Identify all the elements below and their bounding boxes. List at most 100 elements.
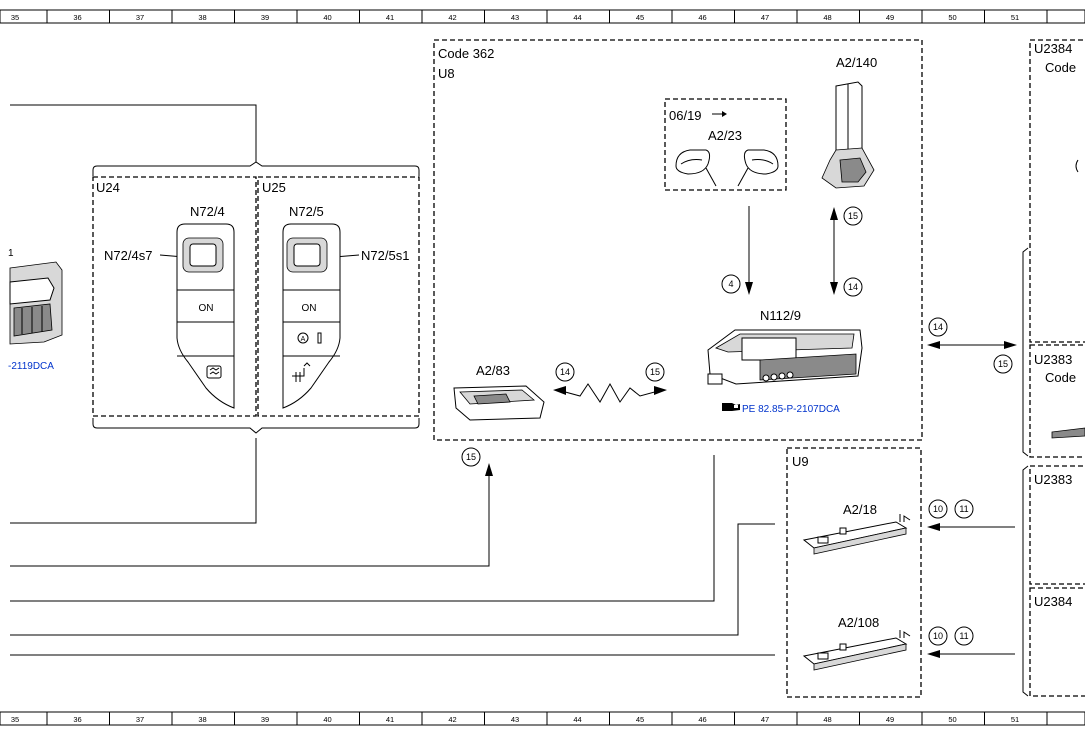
conn-14-a2-140: 14 bbox=[843, 277, 863, 297]
conn-15-bottom: 15 bbox=[461, 447, 481, 467]
u2384-low-frame bbox=[1029, 587, 1085, 697]
n72-4s7-label: N72/4s7 bbox=[104, 248, 152, 263]
svg-text:10: 10 bbox=[933, 631, 943, 641]
zigzag-wireless-icon bbox=[553, 382, 667, 403]
code-362-label: Code 362 bbox=[438, 46, 494, 61]
conn-15-a2-83: 15 bbox=[645, 362, 665, 382]
u24-label: U24 bbox=[96, 180, 120, 195]
a2-108-label: A2/108 bbox=[838, 615, 879, 630]
ruler-tick-label: 39 bbox=[261, 715, 269, 724]
u2384-top-label: U2384 bbox=[1034, 41, 1072, 56]
svg-text:11: 11 bbox=[959, 631, 968, 641]
svg-text:11: 11 bbox=[959, 504, 968, 514]
connection-markers: 4 15 14 14 15 15 14 15 bbox=[461, 206, 1013, 646]
a2-83-module bbox=[453, 385, 545, 421]
u2383-mid-label: U2383 bbox=[1034, 352, 1072, 367]
ruler-tick-label: 47 bbox=[761, 715, 769, 724]
link-a2-140-to-n112 bbox=[830, 207, 838, 295]
ruler-tick-label: 46 bbox=[698, 715, 706, 724]
a2-83-feed-arrow bbox=[485, 463, 493, 476]
n72-4-on-label: ON bbox=[199, 303, 214, 314]
u2383-low-label: U2383 bbox=[1034, 472, 1072, 487]
svg-text:15: 15 bbox=[466, 452, 476, 462]
code-top-label: Code bbox=[1045, 60, 1076, 75]
a2-108-feed bbox=[927, 650, 1015, 658]
u8-frame bbox=[433, 39, 923, 441]
ruler-tick-label: 42 bbox=[448, 715, 456, 724]
u2383-mid-frame bbox=[1029, 344, 1085, 458]
n112-9-doc-reference[interactable]: PE 82.85-P-2107DCA bbox=[722, 403, 840, 415]
n72-5-switch-panel: ON A bbox=[282, 223, 341, 409]
conn-11-a2-108: 11 bbox=[954, 626, 974, 646]
ruler-tick-label: 37 bbox=[136, 13, 144, 22]
conn-11-a2-18: 11 bbox=[954, 499, 974, 519]
a2-18-label: A2/18 bbox=[843, 502, 877, 517]
svg-text:15: 15 bbox=[998, 359, 1008, 369]
ruler-tick-label: 39 bbox=[261, 13, 269, 22]
ruler-tick-label: 45 bbox=[636, 715, 644, 724]
u8-code362-group: Code 362 U8 06/19 A2/23 A2/140 bbox=[433, 39, 923, 476]
conn-10-a2-18: 10 bbox=[928, 499, 948, 519]
ruler-tick-label: 47 bbox=[761, 13, 769, 22]
conn-10-a2-108: 10 bbox=[928, 626, 948, 646]
ruler-tick-label: 44 bbox=[573, 715, 581, 724]
n72-4-label: N72/4 bbox=[190, 204, 225, 219]
left-document-reference[interactable]: -2119DCA bbox=[8, 361, 54, 372]
ruler-tick-label: 38 bbox=[198, 715, 206, 724]
ruler-tick-label: 48 bbox=[823, 13, 831, 22]
a2-140-label: A2/140 bbox=[836, 55, 877, 70]
svg-text:15: 15 bbox=[650, 367, 660, 377]
conn-14-a2-83: 14 bbox=[555, 362, 575, 382]
u25-frame bbox=[257, 176, 420, 417]
a2-23-label: A2/23 bbox=[708, 128, 742, 143]
u2384-low-label: U2384 bbox=[1034, 594, 1072, 609]
ruler-tick-label: 36 bbox=[73, 13, 81, 22]
ruler-tick-label: 50 bbox=[948, 13, 956, 22]
ruler-tick-label: 49 bbox=[886, 715, 894, 724]
n72-4-switch-panel: ON bbox=[176, 223, 235, 409]
n112-9-reference-link[interactable]: PE 82.85-P-2107DCA bbox=[742, 404, 840, 415]
ruler-tick-label: 35 bbox=[11, 13, 19, 22]
bottom-ruler-dividers bbox=[46, 712, 1048, 725]
a2-140-antenna bbox=[821, 81, 875, 189]
arrow-right-icon bbox=[712, 111, 727, 117]
ruler-tick-label: 36 bbox=[73, 715, 81, 724]
window-defrost-icon bbox=[206, 365, 222, 379]
a2-83-label: A2/83 bbox=[476, 363, 510, 378]
ruler-tick-label: 46 bbox=[698, 13, 706, 22]
n112-9-module bbox=[707, 329, 863, 385]
ruler-tick-label: 40 bbox=[323, 13, 331, 22]
ruler-tick-label: 48 bbox=[823, 715, 831, 724]
u8-label: U8 bbox=[438, 66, 455, 81]
svg-text:10: 10 bbox=[933, 504, 943, 514]
link-a2-23-to-n112 bbox=[745, 206, 753, 295]
edge-fragment-label: 1 bbox=[8, 248, 14, 259]
seat-adjust-icon bbox=[292, 362, 311, 382]
u2383-low-frame bbox=[1029, 465, 1085, 585]
u9-label: U9 bbox=[792, 454, 809, 469]
ruler-tick-label: 51 bbox=[1011, 13, 1019, 22]
svg-text:15: 15 bbox=[848, 211, 858, 221]
left-partial-component: 1 -2119DCA bbox=[8, 248, 63, 372]
ruler-tick-label: 51 bbox=[1011, 715, 1019, 724]
ruler-tick-label: 43 bbox=[511, 13, 519, 22]
svg-text:A: A bbox=[301, 336, 306, 343]
assist-indicator-icon: A bbox=[297, 332, 322, 344]
ruler-tick-label: 37 bbox=[136, 715, 144, 724]
svg-text:14: 14 bbox=[848, 282, 858, 292]
svg-text:4: 4 bbox=[728, 279, 733, 289]
conn-15-a2-140: 15 bbox=[843, 206, 863, 226]
u24-frame bbox=[92, 176, 257, 417]
code-mid-label: Code bbox=[1045, 370, 1076, 385]
a2-18-feed bbox=[927, 523, 1015, 531]
right-edge-groups: U2384 Code U2383 Code U2383 U2384 bbox=[1022, 39, 1085, 697]
svg-text:14: 14 bbox=[560, 367, 570, 377]
ruler-tick-label: 40 bbox=[323, 715, 331, 724]
ruler-tick-label: 50 bbox=[948, 715, 956, 724]
ruler-tick-label: 35 bbox=[11, 715, 19, 724]
conn-15-right: 15 bbox=[993, 354, 1013, 374]
a2-18-antenna-amplifier bbox=[802, 514, 911, 555]
